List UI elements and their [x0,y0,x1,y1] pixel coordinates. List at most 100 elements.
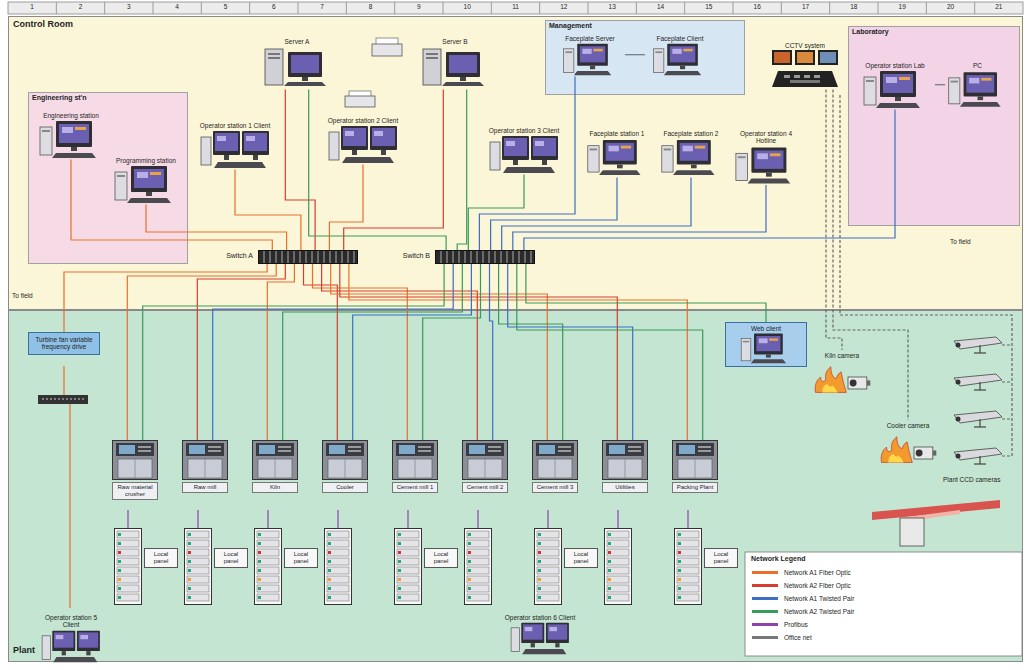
device-icon-graphic [253,441,298,480]
label-anchor: To field [12,292,33,299]
network-connector [526,264,766,322]
device-icon-graphic [42,631,100,662]
device-icon [584,137,650,177]
network-connector [457,90,467,251]
area-band: Control RoomEngineering st'nEngineering … [8,16,1023,310]
device-icon-graphic [603,441,648,480]
legend-row: Network A1 Twisted Pair [752,595,854,602]
node-text: Programming station [110,157,182,164]
network-connector [64,264,267,332]
control-cabinet: Cooler [322,440,368,493]
legend-swatch [752,597,778,600]
device-icon [392,440,438,480]
decor-use [255,529,282,605]
node-text: Faceplate station 1 [584,130,650,137]
network-connector [71,160,272,251]
plant-ccd-cameras [840,95,1012,464]
computer-station: Operator station 4 Hotline [732,128,800,185]
device-icon-graphic [115,166,171,203]
label-anchor: To field [950,238,971,245]
node-text: Switch B [403,252,430,259]
device-icon [602,440,648,480]
network-connector [235,170,301,251]
network-connector [143,264,444,440]
node-text: Local panel [707,551,735,565]
label-anchor: 16 [737,3,777,10]
label-anchor: 1 [12,3,52,10]
decor-use [535,529,562,605]
network-connector [423,264,481,440]
network-connector [349,264,687,440]
column-number: 3 [109,3,149,10]
node-text: Cement mill 3 [532,482,578,493]
device-icon-graphic [673,441,718,480]
network-connector [479,77,575,251]
node-text: Server B [420,38,490,45]
rack-wires [128,510,688,528]
node-text: Local panel [217,551,245,565]
device-icon [112,440,158,480]
label-anchor: 11 [496,3,536,10]
label-anchor: 20 [931,3,971,10]
legend-text: Profibus [784,621,808,628]
device-icon-graphic [463,441,508,480]
web-client-box: Web client [725,322,807,367]
plain-label: Plant CCD cameras [943,476,1000,483]
computer-station: Faceplate Client [645,33,715,76]
decor-use [605,529,632,605]
network-switch: Switch B [435,250,535,264]
column-number: 21 [979,3,1019,10]
decor-use [185,529,212,605]
computer-station: Operator station 5 Client [36,612,106,663]
label-anchor: 15 [689,3,729,10]
computer-station: Operator station 2 Client [318,115,408,164]
node-text: Kiln camera [812,352,872,359]
column-number: 1 [12,3,52,10]
label-anchor: Plant CCD cameras [943,476,1000,483]
group-box: ManagementFaceplate ServerFaceplate Clie… [545,20,745,95]
node-text: Operator station Lab [855,62,935,69]
drive-box: Turbine fan variable frequency drive [28,332,100,355]
device-icon [482,134,566,174]
group-ground [848,26,1020,226]
node-text: Switch A [226,252,253,259]
computer-station: Kiln camera [812,350,872,395]
legend-text: Office net [784,634,812,641]
computer-station: Faceplate Server [555,33,625,76]
decor-rect [372,44,402,56]
computer-station: PC [945,60,1010,109]
device-icon-graphic [511,623,569,654]
legend-text: Network A1 Twisted Pair [784,595,854,602]
network-connector [322,264,478,440]
gantry-scanner [872,500,1000,546]
network-connector [146,205,287,251]
control-cabinet: Kiln [252,440,298,493]
label-anchor: 21 [979,3,1019,10]
device-icon [728,332,804,364]
label-anchor: 2 [61,3,101,10]
device-icon-graphic [393,441,438,480]
local-panel: Local panel [704,548,738,568]
device-icon-graphic [588,140,641,175]
node-text: Cooler camera [878,422,938,429]
device-icon-graphic [183,441,228,480]
device-icon [945,69,1010,109]
legend-text: Network A2 Fiber Optic [784,582,851,589]
column-number: 14 [641,3,681,10]
network-connector [285,90,315,251]
network-connector [344,90,444,251]
node-text: CCTV system [770,42,840,49]
node-text: Operator station 3 Client [482,127,566,134]
device-icon-graphic [113,441,158,480]
network-connector [329,165,363,251]
node-text: Utilities [602,482,648,493]
computer-station: Operator station Lab [855,60,935,109]
label-anchor: 7 [302,3,342,10]
column-number: 2 [61,3,101,10]
node-text: Operator station 1 Client [190,122,280,129]
printer-icons [345,38,402,107]
device-icon-graphic [201,131,269,168]
network-connector [340,264,618,440]
control-cabinet: Utilities [602,440,648,493]
